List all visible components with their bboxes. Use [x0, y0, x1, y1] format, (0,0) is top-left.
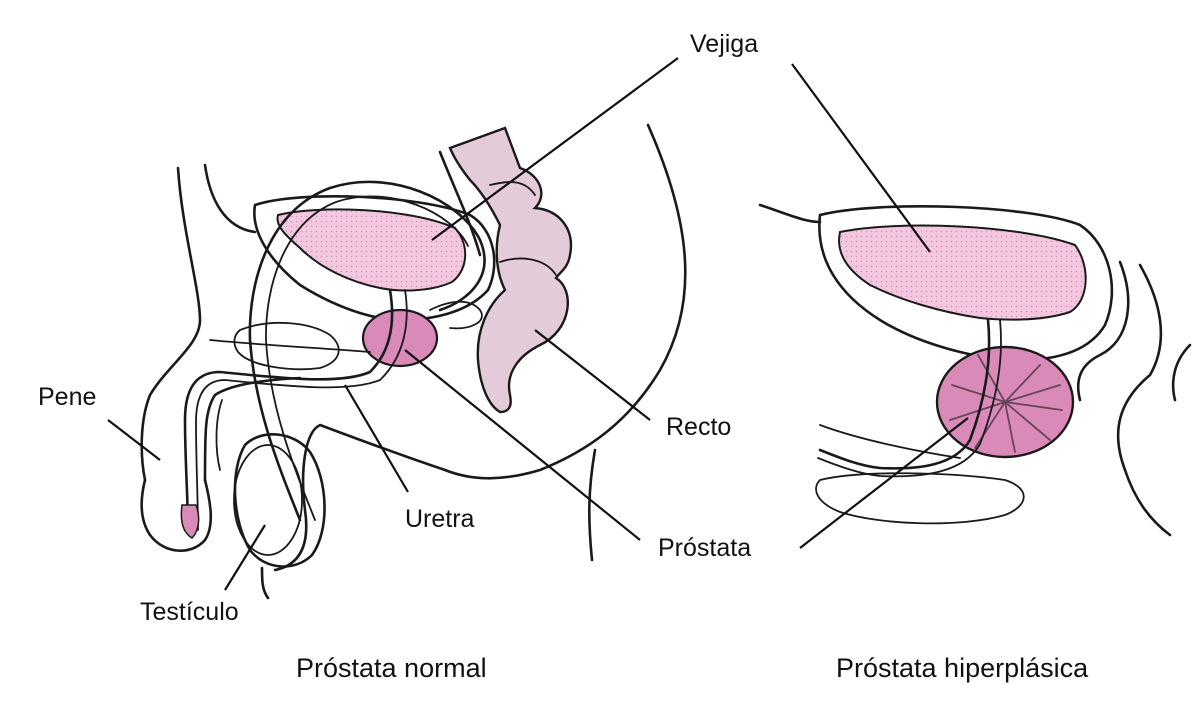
pubic-bone-right — [815, 472, 1025, 525]
bladder-stipple — [277, 209, 466, 291]
pubic-bone — [233, 321, 340, 371]
vas-deferens — [248, 180, 486, 522]
normal-prostate-diagram — [140, 123, 687, 600]
label-bladder: Vejiga — [690, 30, 758, 58]
label-prostate: Próstata — [658, 534, 751, 562]
testicle — [233, 444, 303, 556]
caption-normal: Próstata normal — [296, 653, 487, 683]
caption-enlarged: Próstata hiperplásica — [836, 653, 1089, 683]
glans — [180, 504, 200, 539]
label-rectum: Recto — [666, 413, 731, 441]
corpus-detail — [209, 339, 371, 353]
label-penis: Pene — [38, 383, 96, 411]
leader-lines — [107, 57, 969, 591]
enlarged-prostate-diagram — [758, 203, 1192, 537]
prostate-texture — [949, 354, 1063, 453]
urethra — [183, 288, 394, 532]
urethra-compressed — [818, 318, 991, 470]
rectum — [448, 126, 573, 414]
bladder-wall-enlarged — [818, 204, 1114, 362]
body-outline — [140, 123, 687, 600]
seminal-vesicle — [429, 300, 483, 330]
prostate-normal — [361, 308, 439, 368]
scrotum — [233, 433, 326, 568]
label-testicle: Testículo — [140, 598, 239, 626]
label-urethra: Uretra — [405, 505, 475, 533]
